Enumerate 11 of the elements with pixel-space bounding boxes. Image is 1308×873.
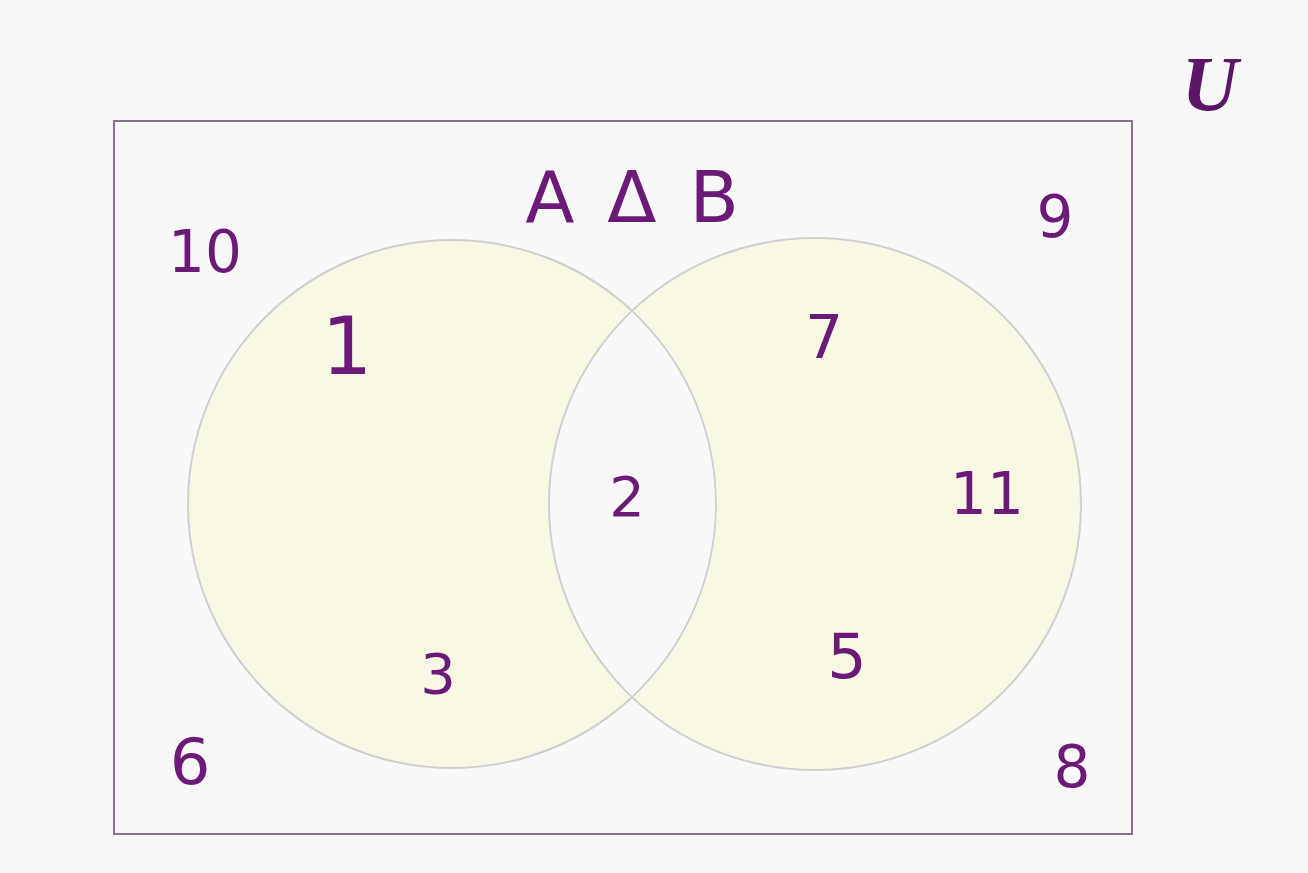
element-number: 10	[168, 223, 242, 281]
element-number: 2	[609, 469, 645, 525]
element-number: 6	[169, 730, 211, 794]
element-number: 3	[420, 646, 456, 702]
diagram-title: A Δ B	[525, 161, 739, 233]
element-number: 8	[1053, 738, 1091, 796]
element-number: 9	[1036, 188, 1074, 246]
element-number: 11	[950, 465, 1024, 523]
element-number: 5	[827, 626, 867, 688]
element-number: 7	[804, 307, 844, 367]
element-number: 1	[321, 307, 373, 387]
